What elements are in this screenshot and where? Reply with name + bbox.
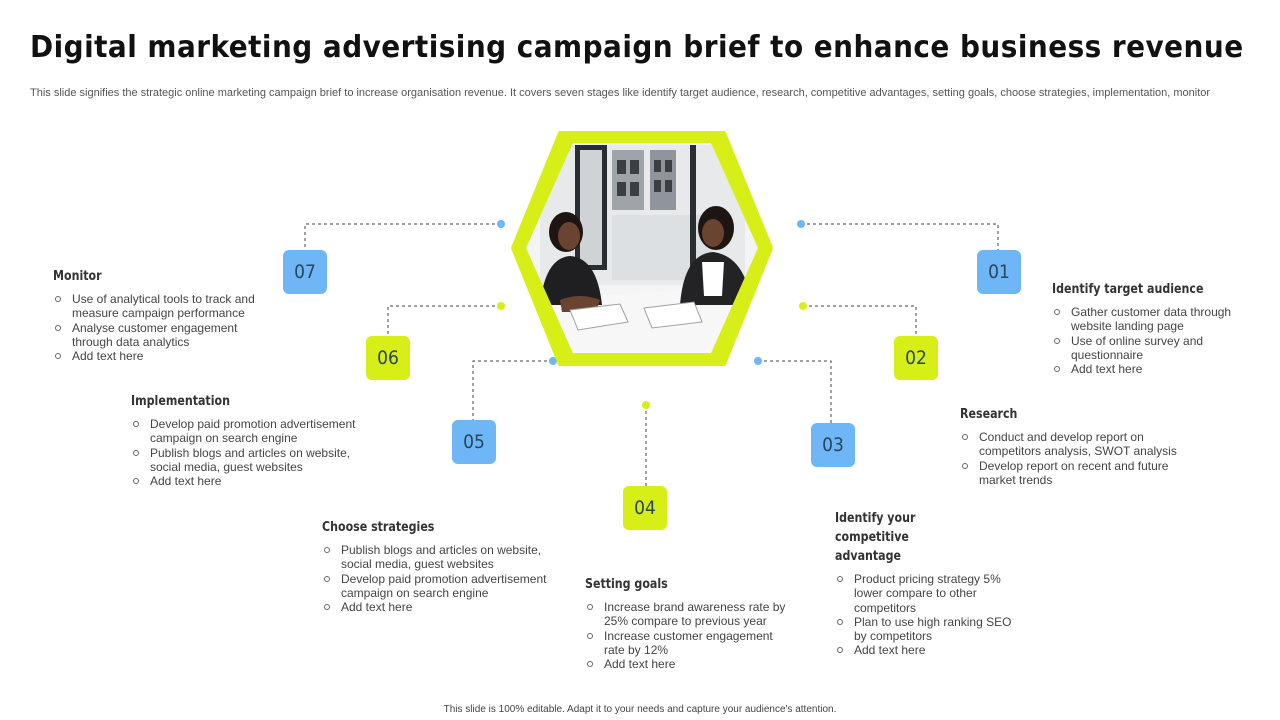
stage-03-badge: 03 bbox=[811, 423, 855, 467]
stage-03-title: Identify your competitive advantage bbox=[835, 511, 916, 564]
connector-05 bbox=[472, 360, 553, 420]
stage-05-bullet-2: Develop paid promotion advertisement cam… bbox=[322, 572, 562, 601]
stage-03-bullet-1: Product pricing strategy 5% lower compar… bbox=[835, 572, 1020, 615]
stage-05-bullet-3: Add text here bbox=[322, 600, 562, 614]
stage-01-title: Identify target audience bbox=[1052, 282, 1204, 297]
connector-07 bbox=[304, 223, 501, 250]
stage-07-bullet-1: Use of analytical tools to track and mea… bbox=[53, 292, 273, 321]
stage-04-badge: 04 bbox=[623, 486, 667, 530]
connector-dot-06 bbox=[497, 302, 505, 310]
stage-07-bullets: Use of analytical tools to track and mea… bbox=[53, 292, 273, 363]
page-subtitle: This slide signifies the strategic onlin… bbox=[30, 87, 1211, 99]
stage-06-bullet-3: Add text here bbox=[131, 474, 371, 488]
stage-05-bullets: Publish blogs and articles on website, s… bbox=[322, 543, 562, 614]
stage-07-badge: 07 bbox=[283, 250, 327, 294]
stage-06-bullet-1: Develop paid promotion advertisement cam… bbox=[131, 417, 371, 446]
stage-01-bullet-3: Add text here bbox=[1052, 362, 1257, 376]
stage-06-title: Implementation bbox=[131, 394, 230, 409]
connector-01 bbox=[801, 223, 999, 250]
footer-note: This slide is 100% editable. Adapt it to… bbox=[443, 704, 837, 715]
stage-07-title: Monitor bbox=[53, 269, 102, 284]
page-title: Digital marketing advertising campaign b… bbox=[30, 30, 1244, 65]
stage-04-bullets: Increase brand awareness rate by 25% com… bbox=[585, 600, 795, 671]
stage-04-bullet-1: Increase brand awareness rate by 25% com… bbox=[585, 600, 795, 629]
stage-06-bullet-2: Publish blogs and articles on website, s… bbox=[131, 446, 371, 475]
stage-04-bullet-2: Increase customer engagement rate by 12% bbox=[585, 629, 795, 658]
stage-03-block: Identify your competitive advantage Prod… bbox=[835, 509, 1020, 658]
connector-dot-01 bbox=[797, 220, 805, 228]
stage-03-bullet-3: Add text here bbox=[835, 643, 1020, 657]
stage-02-bullet-2: Develop report on recent and future mark… bbox=[960, 459, 1200, 488]
stage-02-bullets: Conduct and develop report on competitor… bbox=[960, 430, 1200, 487]
stage-05-bullet-1: Publish blogs and articles on website, s… bbox=[322, 543, 562, 572]
connector-06 bbox=[387, 305, 501, 336]
stage-06-bullets: Develop paid promotion advertisement cam… bbox=[131, 417, 371, 488]
stage-01-bullets: Gather customer data through website lan… bbox=[1052, 305, 1257, 376]
stage-07-bullet-3: Add text here bbox=[53, 349, 273, 363]
stage-02-badge: 02 bbox=[894, 336, 938, 380]
stage-01-bullet-1: Gather customer data through website lan… bbox=[1052, 305, 1257, 334]
connector-dot-02 bbox=[799, 302, 807, 310]
stage-05-block: Choose strategies Publish blogs and arti… bbox=[322, 518, 562, 614]
connector-lines bbox=[304, 223, 999, 486]
stage-04-block: Setting goals Increase brand awareness r… bbox=[585, 575, 795, 671]
stage-04-title: Setting goals bbox=[585, 577, 668, 592]
stage-01-block: Identify target audience Gather customer… bbox=[1052, 280, 1257, 376]
connector-dot-07 bbox=[497, 220, 505, 228]
stage-02-title: Research bbox=[960, 407, 1018, 422]
stage-07-bullet-2: Analyse customer engagement through data… bbox=[53, 321, 273, 350]
stage-02-block: Research Conduct and develop report on c… bbox=[960, 405, 1200, 487]
connector-02 bbox=[803, 305, 917, 336]
stage-04-bullet-3: Add text here bbox=[585, 657, 795, 671]
connector-dot-04 bbox=[642, 401, 650, 409]
stage-07-block: Monitor Use of analytical tools to track… bbox=[53, 267, 273, 363]
connector-dots bbox=[497, 220, 807, 409]
stage-01-badge: 01 bbox=[977, 250, 1021, 294]
stage-03-bullet-2: Plan to use high ranking SEO by competit… bbox=[835, 615, 1020, 644]
connector-dot-05 bbox=[549, 357, 557, 365]
connector-dot-03 bbox=[754, 357, 762, 365]
stage-05-title: Choose strategies bbox=[322, 520, 435, 535]
stage-03-bullets: Product pricing strategy 5% lower compar… bbox=[835, 572, 1020, 658]
meeting-photo bbox=[526, 143, 758, 353]
stage-06-block: Implementation Develop paid promotion ad… bbox=[131, 392, 371, 488]
connector-03 bbox=[758, 360, 832, 423]
stage-01-bullet-2: Use of online survey and questionnaire bbox=[1052, 334, 1257, 363]
stage-02-bullet-1: Conduct and develop report on competitor… bbox=[960, 430, 1200, 459]
stage-05-badge: 05 bbox=[452, 420, 496, 464]
stage-06-badge: 06 bbox=[366, 336, 410, 380]
